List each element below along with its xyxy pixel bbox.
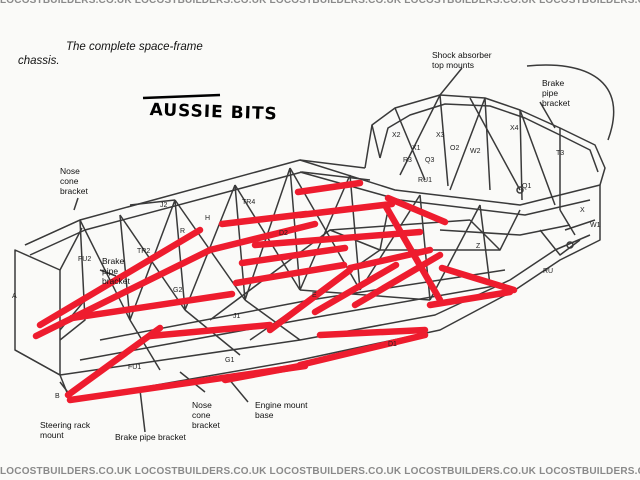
- handwriting-underline: [142, 93, 221, 100]
- tube-marker: J1: [233, 313, 241, 320]
- label-nose-cone-bracket-left: Nose cone bracket: [60, 166, 88, 196]
- label-brake-pipe-bracket-top: Brake pipe bracket: [542, 78, 570, 108]
- watermark-text: LOCOSTBUILDERS.CO.UK: [539, 466, 640, 477]
- tube-marker: X4: [510, 125, 519, 132]
- watermark-strip-top: LOCOSTBUILDERS.CO.UK LOCOSTBUILDERS.CO.U…: [0, 0, 640, 6]
- highlight-tubes: [32, 179, 518, 404]
- tube-marker: Q3: [425, 157, 435, 164]
- label-shock-absorber: Shock absorber top mounts: [432, 50, 492, 70]
- watermark-text: LOCOSTBUILDERS.CO.UK: [134, 466, 267, 477]
- tube-marker: W2: [470, 148, 481, 155]
- tube-marker: J2: [160, 202, 168, 209]
- tube-marker: TR4: [242, 199, 256, 206]
- tube-marker: RU: [543, 268, 554, 275]
- tube-marker: G1: [225, 357, 235, 364]
- tube-marker: H: [205, 215, 211, 222]
- tube-marker: E: [312, 292, 317, 299]
- figure-caption: The complete space-frame chassis.: [18, 40, 218, 68]
- tube-marker: RU1: [418, 177, 433, 184]
- watermark-text: LOCOSTBUILDERS.CO.UK: [269, 0, 402, 6]
- tube-marker: Z: [476, 243, 481, 250]
- tube-marker: TR2: [137, 248, 151, 255]
- caption-line-2: chassis.: [18, 55, 60, 67]
- tube-marker: R: [180, 228, 186, 235]
- tube-marker: X3: [436, 132, 445, 139]
- watermark-text: LOCOSTBUILDERS.CO.UK: [134, 0, 267, 6]
- tube-marker: W1: [590, 222, 601, 229]
- watermark-text: LOCOSTBUILDERS.CO.UK: [269, 466, 402, 477]
- watermark-text: LOCOSTBUILDERS.CO.UK: [539, 0, 640, 6]
- tube-marker: X: [580, 207, 585, 214]
- tube-marker: D1: [388, 341, 397, 348]
- tube-marker: G2: [173, 287, 183, 294]
- tube-marker: FU2: [78, 256, 92, 263]
- label-brake-pipe-bracket-bottom: Brake pipe bracket: [115, 432, 186, 442]
- tube-marker: FU1: [128, 364, 142, 371]
- tube-marker: X1: [412, 145, 421, 152]
- tube-marker: R3: [403, 157, 412, 164]
- watermark-text: LOCOSTBUILDERS.CO.UK: [404, 466, 537, 477]
- tube-marker: O2: [450, 145, 460, 152]
- frame-lines: [14, 64, 615, 433]
- tube-marker: X2: [392, 132, 401, 139]
- watermark-text: LOCOSTBUILDERS.CO.UK: [0, 466, 132, 477]
- caption-line-1: The complete space-frame: [66, 41, 203, 53]
- tube-marker: D2: [279, 230, 288, 237]
- tube-marker: B: [55, 393, 60, 400]
- tube-marker: Q1: [522, 183, 532, 190]
- watermark-text: LOCOSTBUILDERS.CO.UK: [404, 0, 537, 6]
- label-nose-cone-bracket-bottom: Nose cone bracket: [192, 400, 220, 430]
- tube-marker: T3: [556, 150, 565, 157]
- watermark-strip-bottom: LOCOSTBUILDERS.CO.UK LOCOSTBUILDERS.CO.U…: [0, 466, 640, 477]
- tube-marker: A: [12, 293, 17, 300]
- label-engine-mount-base: Engine mount base: [255, 400, 308, 420]
- watermark-text: LOCOSTBUILDERS.CO.UK: [0, 0, 132, 6]
- label-steering-rack-mount: Steering rack mount: [40, 420, 91, 440]
- label-brake-pipe-bracket-mid: Brake pipe bracket: [102, 256, 130, 286]
